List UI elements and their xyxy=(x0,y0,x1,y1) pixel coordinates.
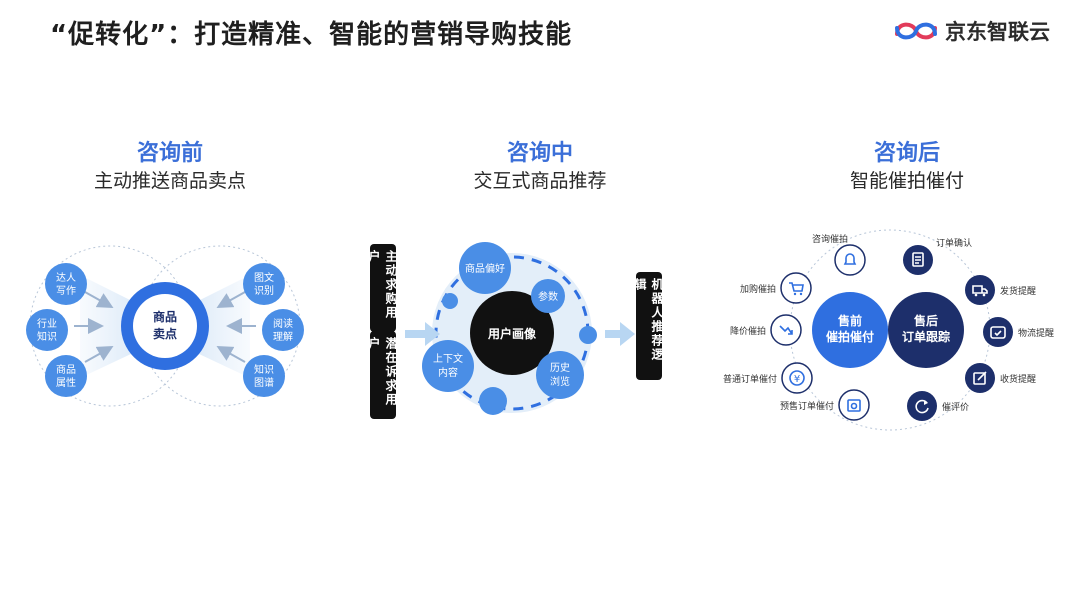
document-icon xyxy=(912,252,924,267)
section-before: 咨询前 主动推送商品卖点 xyxy=(40,140,300,194)
logo: 京东智联云 xyxy=(893,16,1050,46)
node-context-label-2: 内容 xyxy=(438,366,458,379)
presale-core xyxy=(812,292,888,368)
flow-arrow-out xyxy=(605,322,635,346)
price-down-icon xyxy=(779,325,793,335)
section-during: 咨询中 交互式商品推荐 xyxy=(410,140,670,194)
after-left-label-2: 降价催拍 xyxy=(730,325,766,337)
before-right-node-0 xyxy=(243,263,285,305)
before-right-node-0-line-1: 图文 xyxy=(254,271,274,284)
refresh-icon xyxy=(915,399,929,414)
section-after-subheading: 智能催拍催付 xyxy=(849,170,964,192)
before-left-node-1-line-2: 知识 xyxy=(37,330,57,343)
logo-text: 京东智联云 xyxy=(945,20,1050,44)
after-left-label-3: 普通订单催付 xyxy=(723,373,777,385)
before-left-node-2-line-1: 商品 xyxy=(56,363,76,376)
node-history-label-1: 历史 xyxy=(550,362,570,374)
calendar-icon xyxy=(847,399,861,412)
after-right-label-1: 发货提醒 xyxy=(1000,285,1036,297)
orbit-dot-2 xyxy=(579,326,597,344)
node-history xyxy=(536,351,584,399)
after-right-node-4 xyxy=(907,391,937,421)
section-after: 咨询后 智能催拍催付 xyxy=(777,140,1037,194)
bot-logic-label: 机器人推荐逻辑 xyxy=(633,272,664,380)
orbit-dot-3 xyxy=(479,387,507,415)
after-left-node-3 xyxy=(781,362,813,394)
before-left-node-1 xyxy=(26,309,68,351)
after-right-label-2: 物流提醒 xyxy=(1018,327,1054,339)
before-left-node-0 xyxy=(45,263,87,305)
svg-text:¥: ¥ xyxy=(794,374,800,385)
before-left-node-0-line-2: 写作 xyxy=(56,285,76,297)
after-right-label-4: 催评价 xyxy=(942,401,969,413)
edit-icon xyxy=(973,371,987,385)
orbit-dot-1 xyxy=(442,293,458,309)
section-before-subheading: 主动推送商品卖点 xyxy=(93,170,246,192)
before-left-node-2 xyxy=(45,355,87,397)
section-after-heading: 咨询后 xyxy=(873,141,940,166)
after-right-node-1 xyxy=(965,275,995,305)
bell-icon xyxy=(843,253,857,265)
selling-point-core-inner xyxy=(133,294,197,358)
after-left-node-4 xyxy=(838,389,870,421)
after-left-label-4: 预售订单催付 xyxy=(780,400,834,412)
before-right-node-2-line-2: 图谱 xyxy=(254,376,274,389)
jd-cloud-logo-icon xyxy=(895,22,937,40)
before-right-node-1 xyxy=(262,309,304,351)
section-during-subheading: 交互式商品推荐 xyxy=(473,170,607,192)
node-context-label-1: 上下文 xyxy=(433,352,463,365)
before-right-node-1-line-2: 理解 xyxy=(273,330,293,343)
presale-label-2: 催拍催付 xyxy=(826,329,874,344)
node-history-label-2: 浏览 xyxy=(550,375,570,388)
aftersale-label-2: 订单跟踪 xyxy=(902,329,950,344)
before-right-node-0-line-2: 识别 xyxy=(254,285,274,297)
after-right-node-2 xyxy=(983,317,1013,347)
after-left-node-0 xyxy=(834,244,866,276)
box-icon xyxy=(990,326,1006,339)
node-params-label: 参数 xyxy=(538,290,558,303)
user-profile-core xyxy=(470,291,554,375)
node-context xyxy=(422,340,474,392)
truck-icon xyxy=(972,285,988,297)
selling-point-label-1: 商品 xyxy=(153,309,177,324)
presale-label-1: 售前 xyxy=(838,313,862,328)
yuan-icon: ¥ xyxy=(789,370,805,386)
node-preference xyxy=(459,242,511,294)
selling-point-label-2: 卖点 xyxy=(153,326,177,341)
potential-buyer-label: 潜在诉求用户 xyxy=(367,331,398,419)
node-params xyxy=(531,279,565,313)
after-right-label-3: 收货提醒 xyxy=(1000,373,1036,385)
section-during-diagram: 用户画像 商品偏好 参数 上下文 内容 历史 浏览 xyxy=(405,242,635,415)
after-left-label-0: 咨询催拍 xyxy=(812,233,848,245)
section-before-heading: 咨询前 xyxy=(136,141,203,166)
before-left-node-0-line-1: 达人 xyxy=(56,272,76,284)
user-profile-label: 用户画像 xyxy=(487,326,537,341)
aftersale-core xyxy=(888,292,964,368)
before-left-node-2-line-2: 属性 xyxy=(56,376,76,389)
before-right-node-2 xyxy=(243,355,285,397)
after-left-label-1: 加购催拍 xyxy=(740,283,776,295)
flow-arrow-in xyxy=(405,322,440,346)
cart-icon xyxy=(789,282,804,296)
before-right-node-2-line-1: 知识 xyxy=(254,363,274,376)
section-during-heading: 咨询中 xyxy=(506,141,573,166)
before-left-node-1-line-1: 行业 xyxy=(37,317,57,330)
page-title: “促转化”：打造精准、智能的营销导购技能 xyxy=(50,20,573,50)
before-right-node-1-line-1: 阅读 xyxy=(273,317,293,330)
after-left-node-1 xyxy=(780,272,812,304)
after-right-label-0: 订单确认 xyxy=(936,237,972,249)
aftersale-label-1: 售后 xyxy=(914,313,938,328)
node-preference-label: 商品偏好 xyxy=(465,262,505,275)
active-buyer-label: 主动求购用户 xyxy=(367,244,398,332)
